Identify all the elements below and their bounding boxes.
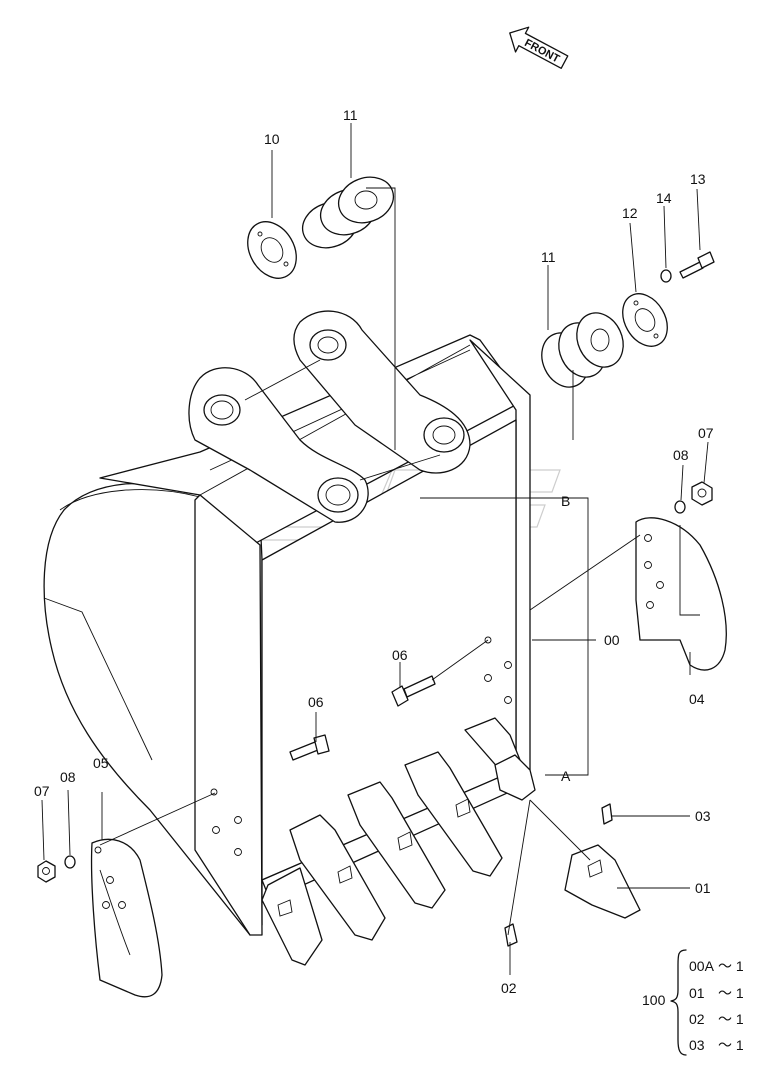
label-b: B — [561, 493, 570, 509]
label-12: 12 — [622, 205, 638, 221]
leader-lines — [41, 123, 709, 975]
part-08-washer-right — [674, 500, 686, 514]
label-06-low: 06 — [308, 694, 324, 710]
assembly-row-3-part: 02 — [689, 1011, 705, 1027]
label-02: 02 — [501, 980, 517, 996]
part-07-nut-left — [37, 860, 56, 883]
assembly-row-2-part: 01 — [689, 985, 705, 1001]
part-10-plate — [247, 221, 297, 279]
part-01-tooth — [564, 844, 641, 919]
label-01: 01 — [695, 880, 711, 896]
bucket-body — [43, 334, 531, 936]
label-14: 14 — [656, 190, 672, 206]
label-03: 03 — [695, 808, 711, 824]
assembly-row-4-qty: ～ 1 — [718, 1037, 744, 1053]
part-11-shims-top — [301, 176, 395, 249]
part-07-nut-right — [691, 481, 713, 506]
assembly-row-1-qty: ～ 1 — [718, 958, 744, 974]
label-10: 10 — [264, 131, 280, 147]
part-labels: 10 11 11 12 13 14 07 08 B 00 06 06 04 A … — [34, 107, 714, 996]
label-06-mid: 06 — [392, 647, 408, 663]
label-07-right: 07 — [698, 425, 714, 441]
bucket-teeth — [261, 717, 536, 966]
label-13: 13 — [690, 171, 706, 187]
label-08-left: 08 — [60, 769, 76, 785]
part-12-plate — [622, 293, 668, 347]
part-05-side-cutter — [90, 838, 163, 998]
part-14-washer — [660, 269, 672, 283]
bucket-ears — [188, 310, 471, 523]
label-a: A — [561, 768, 571, 784]
front-arrow: FRONT — [509, 26, 569, 69]
label-04: 04 — [689, 691, 705, 707]
assembly-row-4-part: 03 — [689, 1037, 705, 1053]
label-11-mid: 11 — [541, 249, 556, 265]
label-05: 05 — [93, 755, 109, 771]
part-04-side-cutter — [635, 517, 727, 671]
label-08-right: 08 — [673, 447, 689, 463]
part-06-bolt-mid — [391, 675, 436, 707]
part-08-washer-left — [64, 855, 76, 869]
part-03-pin — [601, 803, 613, 825]
label-07-left: 07 — [34, 783, 50, 799]
assembly-row-2-qty: ～ 1 — [718, 985, 744, 1001]
label-00: 00 — [604, 632, 620, 648]
part-06-bolt-low — [289, 734, 330, 761]
assembly-row-1-part: 00A — [689, 958, 715, 974]
part-13-bolt — [679, 251, 715, 279]
assembly-brace — [670, 949, 687, 1056]
assembly-table: 100 00A ～ 1 01 ～ 1 02 ～ 1 03 ～ 1 — [642, 949, 744, 1056]
part-11-shims-mid — [541, 312, 624, 388]
part-02-lock — [504, 923, 518, 947]
assembly-number: 100 — [642, 992, 666, 1008]
assembly-row-3-qty: ～ 1 — [718, 1011, 744, 1027]
label-11-top: 11 — [343, 107, 358, 123]
